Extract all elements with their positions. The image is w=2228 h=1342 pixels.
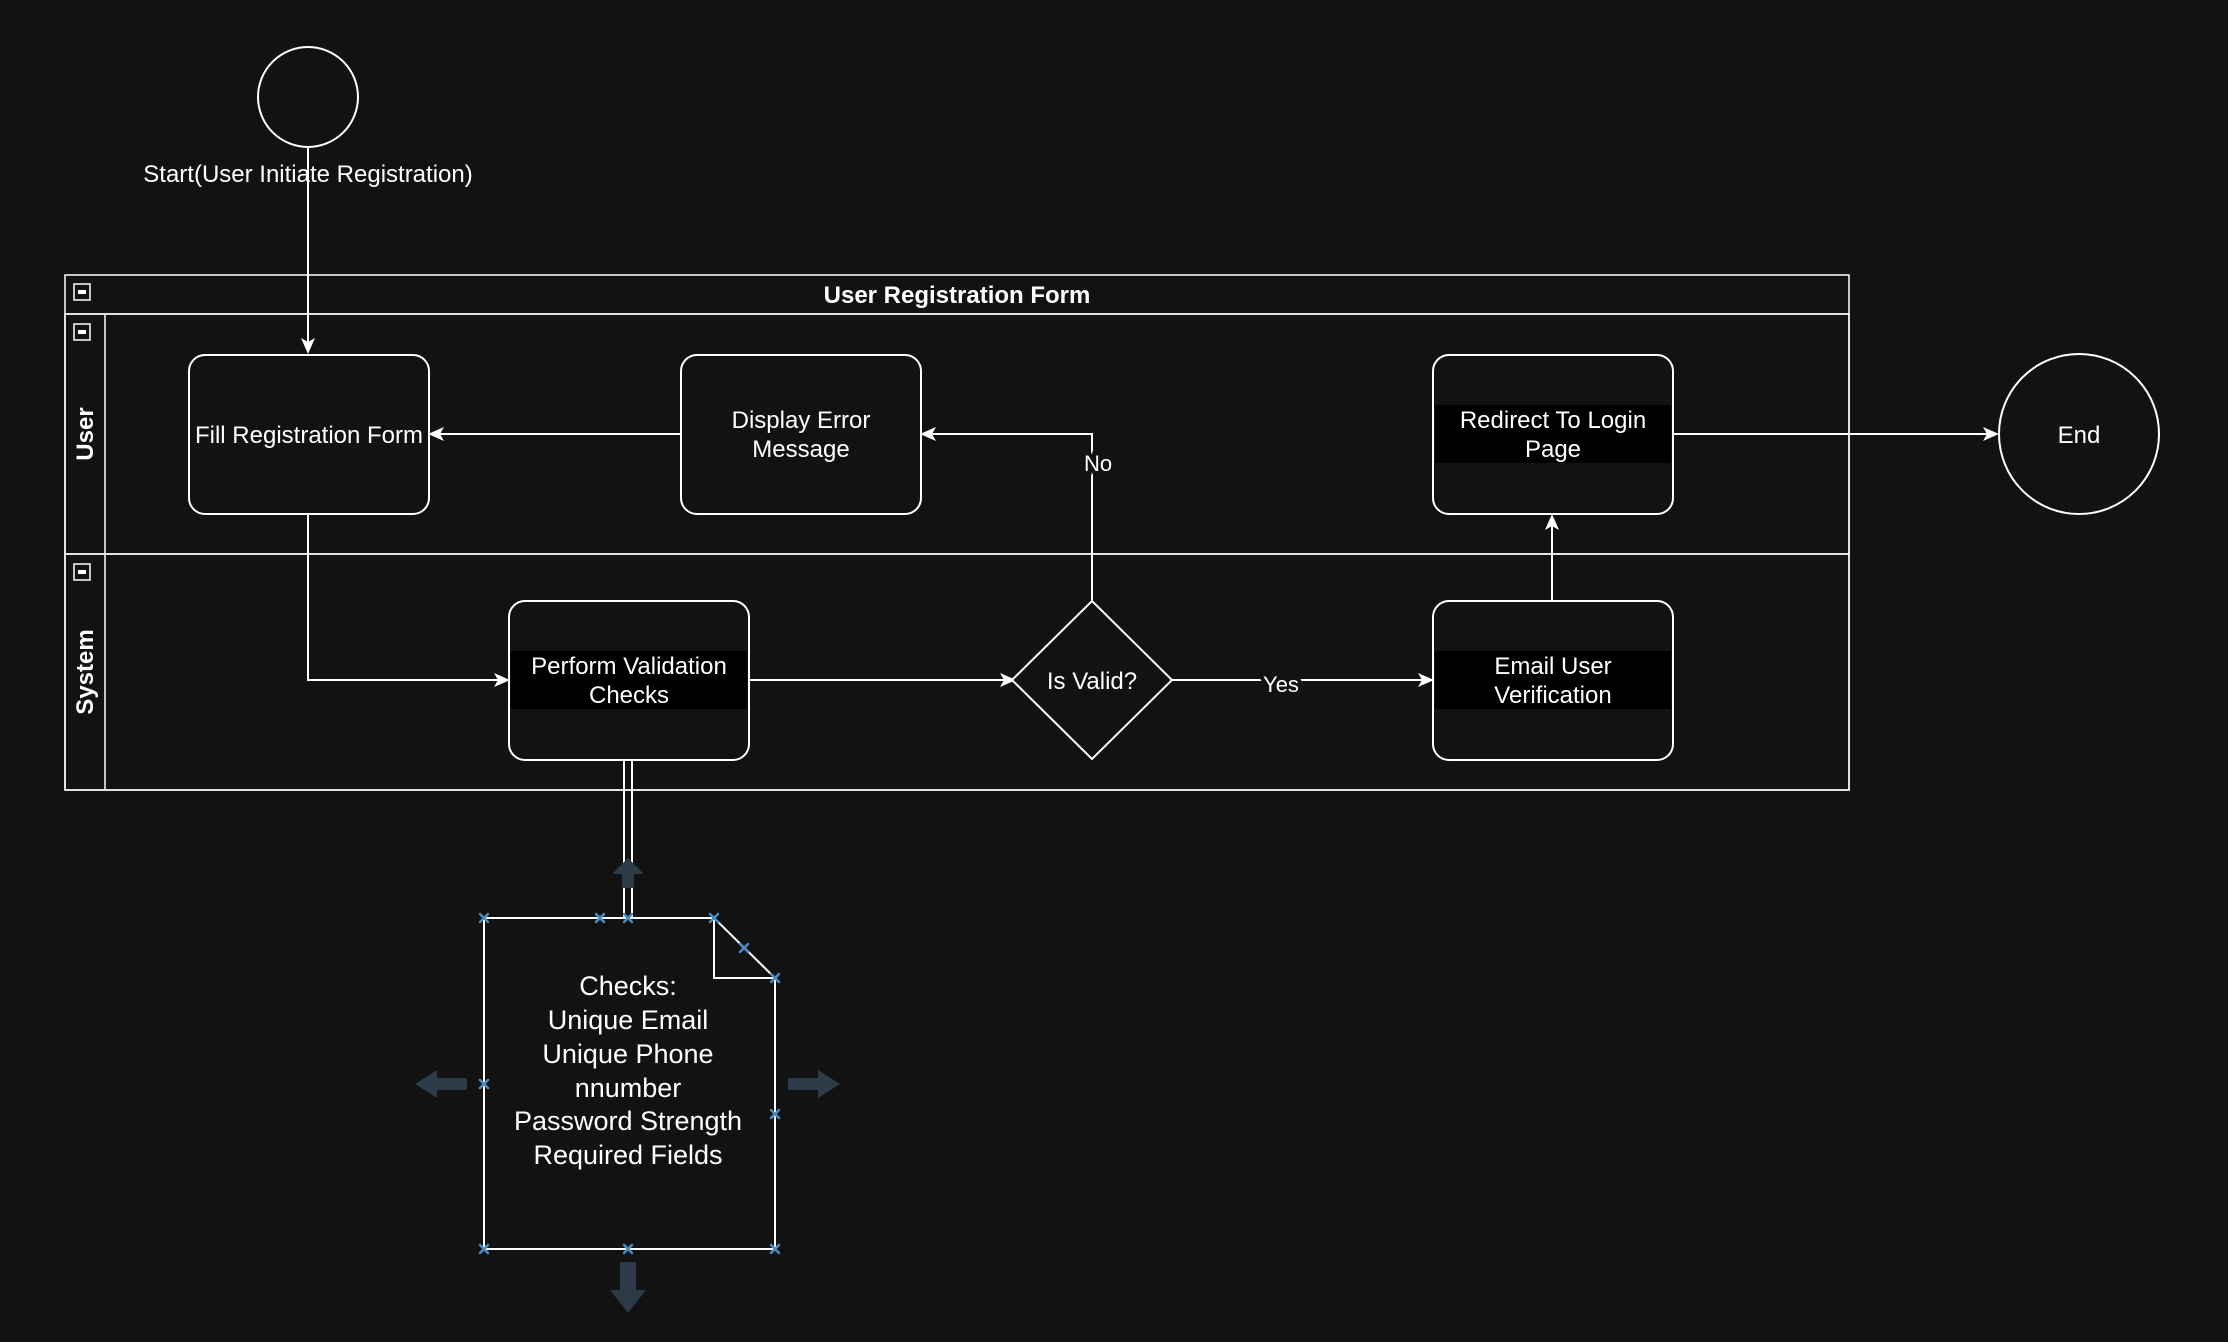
task-redirect-to-login-page[interactable]	[1432, 354, 1674, 515]
selection-handle	[769, 972, 781, 984]
note-line-5: Password Strength	[514, 1106, 742, 1136]
end-event[interactable]	[1998, 353, 2160, 515]
task-display-error-message[interactable]	[680, 354, 922, 515]
selection-handle	[478, 1243, 490, 1255]
note-validation-checks-text: Checks: Unique Email Unique Phone nnumbe…	[514, 971, 742, 1170]
selection-handle	[478, 1078, 490, 1090]
pool-title: User Registration Form	[824, 282, 1091, 309]
note-line-3: Unique Phone	[542, 1039, 713, 1069]
selection-handle	[622, 1243, 634, 1255]
hover-arrow-right[interactable]	[788, 1070, 840, 1098]
note-line-1: Checks:	[579, 971, 677, 1001]
selection-handle	[622, 912, 634, 924]
lane-system-label: System	[72, 629, 99, 714]
task-email-user-verification-label-line2: Verification	[1494, 682, 1611, 709]
note-line-2: Unique Email	[548, 1005, 709, 1035]
note-line-6: Required Fields	[533, 1140, 722, 1170]
task-perform-validation-checks-label-line1: Perform Validation	[531, 653, 727, 680]
task-perform-validation-checks[interactable]	[508, 600, 750, 761]
hover-arrow-up[interactable]	[612, 858, 644, 888]
lane-system-collapse-icon[interactable]	[73, 563, 91, 581]
start-event[interactable]	[257, 46, 359, 148]
lane-user-collapse-icon[interactable]	[73, 323, 91, 341]
hover-arrow-left[interactable]	[415, 1070, 467, 1098]
task-email-user-verification-label-line1: Email User	[1494, 653, 1611, 680]
decision-is-valid-label: Is Valid?	[1047, 668, 1137, 695]
task-email-user-verification[interactable]	[1432, 600, 1674, 761]
task-redirect-to-login-page-label-line2: Page	[1525, 436, 1581, 463]
edge-validation-to-note[interactable]	[623, 760, 633, 918]
note-line-4: nnumber	[575, 1073, 682, 1103]
lane-user-label: User	[72, 407, 99, 460]
edge-fill-to-validation[interactable]	[307, 514, 510, 687]
selection-handle	[738, 942, 750, 954]
selection-handle	[769, 1243, 781, 1255]
selection-handle	[594, 912, 606, 924]
selection-handle	[478, 912, 490, 924]
decision-is-valid[interactable]	[1010, 599, 1174, 761]
edge-decision-no[interactable]	[920, 427, 1093, 600]
task-perform-validation-checks-label-line2: Checks	[589, 682, 669, 709]
end-label: End	[2058, 422, 2101, 449]
edge-label-yes: Yes	[1263, 672, 1299, 697]
selection-handles[interactable]	[478, 912, 781, 1255]
lane-system[interactable]	[64, 553, 1850, 791]
task-display-error-message-label-line1: Display Error	[732, 407, 871, 434]
task-redirect-to-login-page-label-line1: Redirect To Login	[1460, 407, 1646, 434]
task-fill-registration-form-label: Fill Registration Form	[195, 422, 423, 449]
selection-handle	[769, 1108, 781, 1120]
hover-arrow-down[interactable]	[610, 1262, 646, 1313]
task-fill-registration-form[interactable]	[188, 354, 430, 515]
selection-handle	[708, 912, 720, 924]
task-display-error-message-label-line2: Message	[752, 436, 849, 463]
edge-label-no: No	[1084, 451, 1112, 476]
pool-collapse-icon[interactable]	[73, 283, 91, 301]
